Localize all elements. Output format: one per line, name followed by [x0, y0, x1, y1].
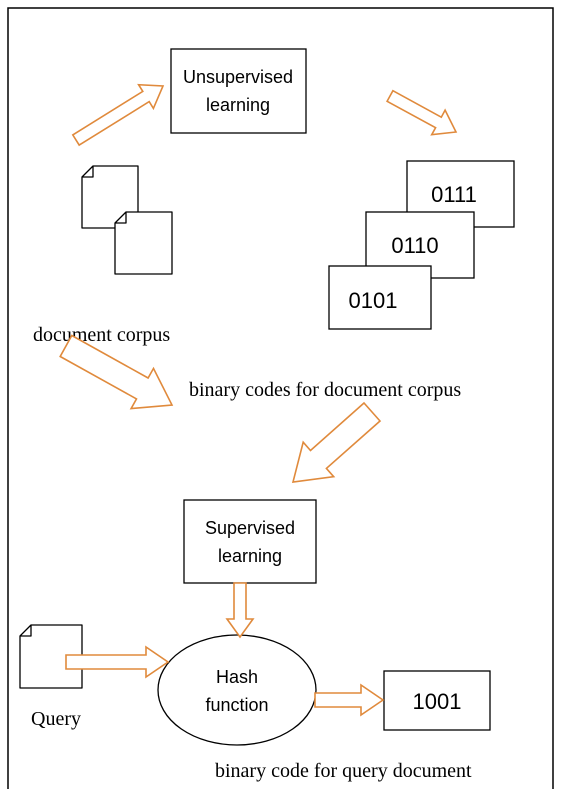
query-binary-code: 1001: [413, 689, 462, 714]
unsupervised-line1: Unsupervised: [183, 67, 293, 87]
hash-function-line1: Hash: [216, 667, 258, 687]
arrow-corpus-to-supervised: [59, 334, 174, 410]
binary-code-front: 0101: [349, 288, 398, 313]
query-binary-code-card: 1001: [383, 670, 491, 731]
supervised-line2: learning: [218, 546, 282, 566]
arrow-supervised-to-hash: [225, 582, 255, 639]
document-corpus-icon: [81, 165, 173, 275]
binary-code-card-front: 0101: [328, 265, 432, 330]
supervised-learning-box: Supervised learning: [183, 499, 317, 584]
arrow-corpus-to-unsupervised: [71, 83, 165, 147]
hash-function-node: Hash function: [157, 634, 317, 746]
query-label: Query: [31, 708, 81, 730]
arrow-query-to-hash: [65, 645, 170, 679]
arrow-unsupervised-to-codes: [386, 89, 458, 136]
document-corpus-label: document corpus: [33, 324, 170, 346]
unsupervised-line2: learning: [206, 95, 270, 115]
binary-code-middle: 0110: [391, 233, 438, 258]
frame-border: [7, 7, 554, 789]
hash-function-line2: function: [205, 695, 268, 715]
binary-code-query-label: binary code for query document: [215, 760, 472, 782]
arrow-hash-to-code: [314, 683, 385, 717]
binary-code-back: 0111: [431, 182, 477, 207]
document-icon-back: [81, 165, 139, 229]
unsupervised-learning-box: Unsupervised learning: [170, 48, 307, 134]
flow-arrows: [59, 83, 458, 717]
arrow-codes-to-supervised: [291, 401, 382, 483]
binary-codes-corpus-label: binary codes for document corpus: [189, 379, 461, 401]
query-document-icon: [19, 624, 83, 689]
supervised-line1: Supervised: [205, 518, 295, 538]
document-icon-front: [114, 211, 173, 275]
